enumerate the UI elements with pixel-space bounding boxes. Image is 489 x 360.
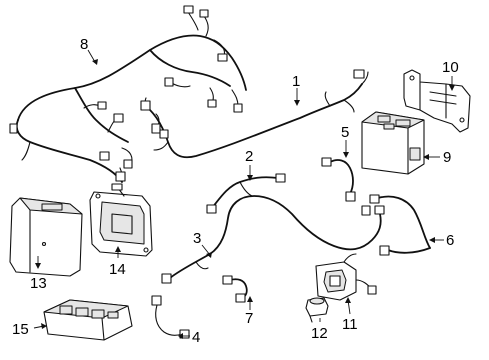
- part-1-harness: [140, 69, 369, 159]
- callout-3: 3: [193, 230, 201, 247]
- callout-8: 8: [80, 36, 88, 53]
- callout-13: 13: [30, 275, 47, 292]
- callout-2: 2: [245, 148, 253, 165]
- callout-10: 10: [442, 59, 459, 76]
- leader-lines: [33, 49, 455, 339]
- callout-9: 9: [443, 149, 451, 166]
- part-13-module: [9, 197, 83, 277]
- callout-labels: 1 2 3 4 5 6 7 8 9 10 11 12 13 14 15: [12, 36, 459, 346]
- callout-15: 15: [12, 321, 29, 338]
- part-12-sensor: [305, 297, 329, 323]
- part-5-harness: [321, 157, 356, 202]
- part-6-harness: [361, 194, 431, 256]
- callout-14: 14: [109, 261, 126, 278]
- part-7-harness: [222, 275, 248, 303]
- part-8-harness: [9, 5, 247, 183]
- callout-4: 4: [192, 329, 200, 346]
- callout-11: 11: [342, 316, 358, 333]
- part-2-harness: [206, 173, 286, 214]
- part-15-relay-block: [43, 299, 133, 341]
- part-14-bracket: [89, 183, 153, 257]
- part-3-harness: [151, 195, 385, 339]
- part-9-module: [361, 111, 425, 175]
- callout-7: 7: [245, 310, 253, 327]
- callout-12: 12: [311, 325, 328, 342]
- part-11-connector: [315, 253, 377, 301]
- callout-5: 5: [341, 124, 349, 141]
- callout-1: 1: [292, 73, 300, 90]
- callout-6: 6: [446, 232, 454, 249]
